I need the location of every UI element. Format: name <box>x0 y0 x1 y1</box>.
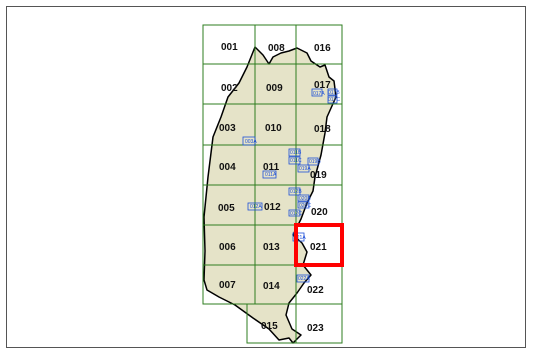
tile-019-label[interactable]: 019 <box>310 170 327 181</box>
subtile-012c-label[interactable]: 012C <box>290 211 302 217</box>
tile-014-label[interactable]: 014 <box>263 281 280 292</box>
county-boundary <box>203 46 337 344</box>
tile-006-label[interactable]: 006 <box>219 242 236 253</box>
tile-007-label[interactable]: 007 <box>219 280 236 291</box>
tile-023-label[interactable]: 023 <box>307 323 324 334</box>
tile-011-label[interactable]: 011 <box>263 162 280 173</box>
map-frame: 001 008 016 002 009 017 003 010 018 004 … <box>6 6 526 348</box>
subtile-labels: 017A 017B 017C 003A 011B 011C 019B 011A … <box>245 90 340 282</box>
tile-021-label[interactable]: 021 <box>310 242 327 253</box>
tile-015-label[interactable]: 015 <box>261 321 278 332</box>
subtile-017a-label[interactable]: 017A <box>313 91 325 97</box>
index-map: 001 008 016 002 009 017 003 010 018 004 … <box>202 24 344 344</box>
tile-labels: 001 008 016 002 009 017 003 010 018 004 … <box>218 42 331 334</box>
subtile-011b-label[interactable]: 011B <box>290 150 302 156</box>
tile-017-label[interactable]: 017 <box>314 80 331 91</box>
tile-002-label[interactable]: 002 <box>221 83 238 94</box>
tile-001-label[interactable]: 001 <box>221 42 238 53</box>
subtile-020b-label[interactable]: 020B <box>299 196 311 202</box>
tile-018-label[interactable]: 018 <box>314 124 331 135</box>
subtile-011c-label[interactable]: 011C <box>290 158 302 164</box>
subtile-017b-label[interactable]: 017B <box>328 90 340 96</box>
subtile-011a-label[interactable]: 011A <box>265 172 277 178</box>
subtile-019b-label[interactable]: 019B <box>309 159 321 165</box>
tile-009-label[interactable]: 009 <box>266 83 283 94</box>
subtile-021a-label[interactable]: 021A <box>294 235 306 241</box>
selected-tile-highlight[interactable] <box>294 223 344 267</box>
tile-008-label[interactable]: 008 <box>268 43 285 54</box>
tile-022-label[interactable]: 022 <box>307 285 324 296</box>
tile-010-label[interactable]: 010 <box>265 123 282 134</box>
subtile-020c-label[interactable]: 020C <box>299 203 311 209</box>
tile-005-label[interactable]: 005 <box>218 203 235 214</box>
tile-013-label[interactable]: 013 <box>263 242 280 253</box>
subtile-003a-label[interactable]: 003A <box>245 139 257 145</box>
subtile-boxes <box>242 88 338 283</box>
tile-016-label[interactable]: 016 <box>314 43 331 54</box>
subtile-012a-label[interactable]: 012A <box>250 204 262 210</box>
subtile-022a-label[interactable]: 022A <box>298 276 310 282</box>
subtile-012b-label[interactable]: 012B <box>290 189 302 195</box>
subtile-017c-label[interactable]: 017C <box>328 97 340 103</box>
tile-003-label[interactable]: 003 <box>219 123 236 134</box>
subtile-019a-label[interactable]: 019A <box>299 166 311 172</box>
tile-004-label[interactable]: 004 <box>219 162 236 173</box>
tile-020-label[interactable]: 020 <box>311 207 328 218</box>
tile-012-label[interactable]: 012 <box>264 202 281 213</box>
